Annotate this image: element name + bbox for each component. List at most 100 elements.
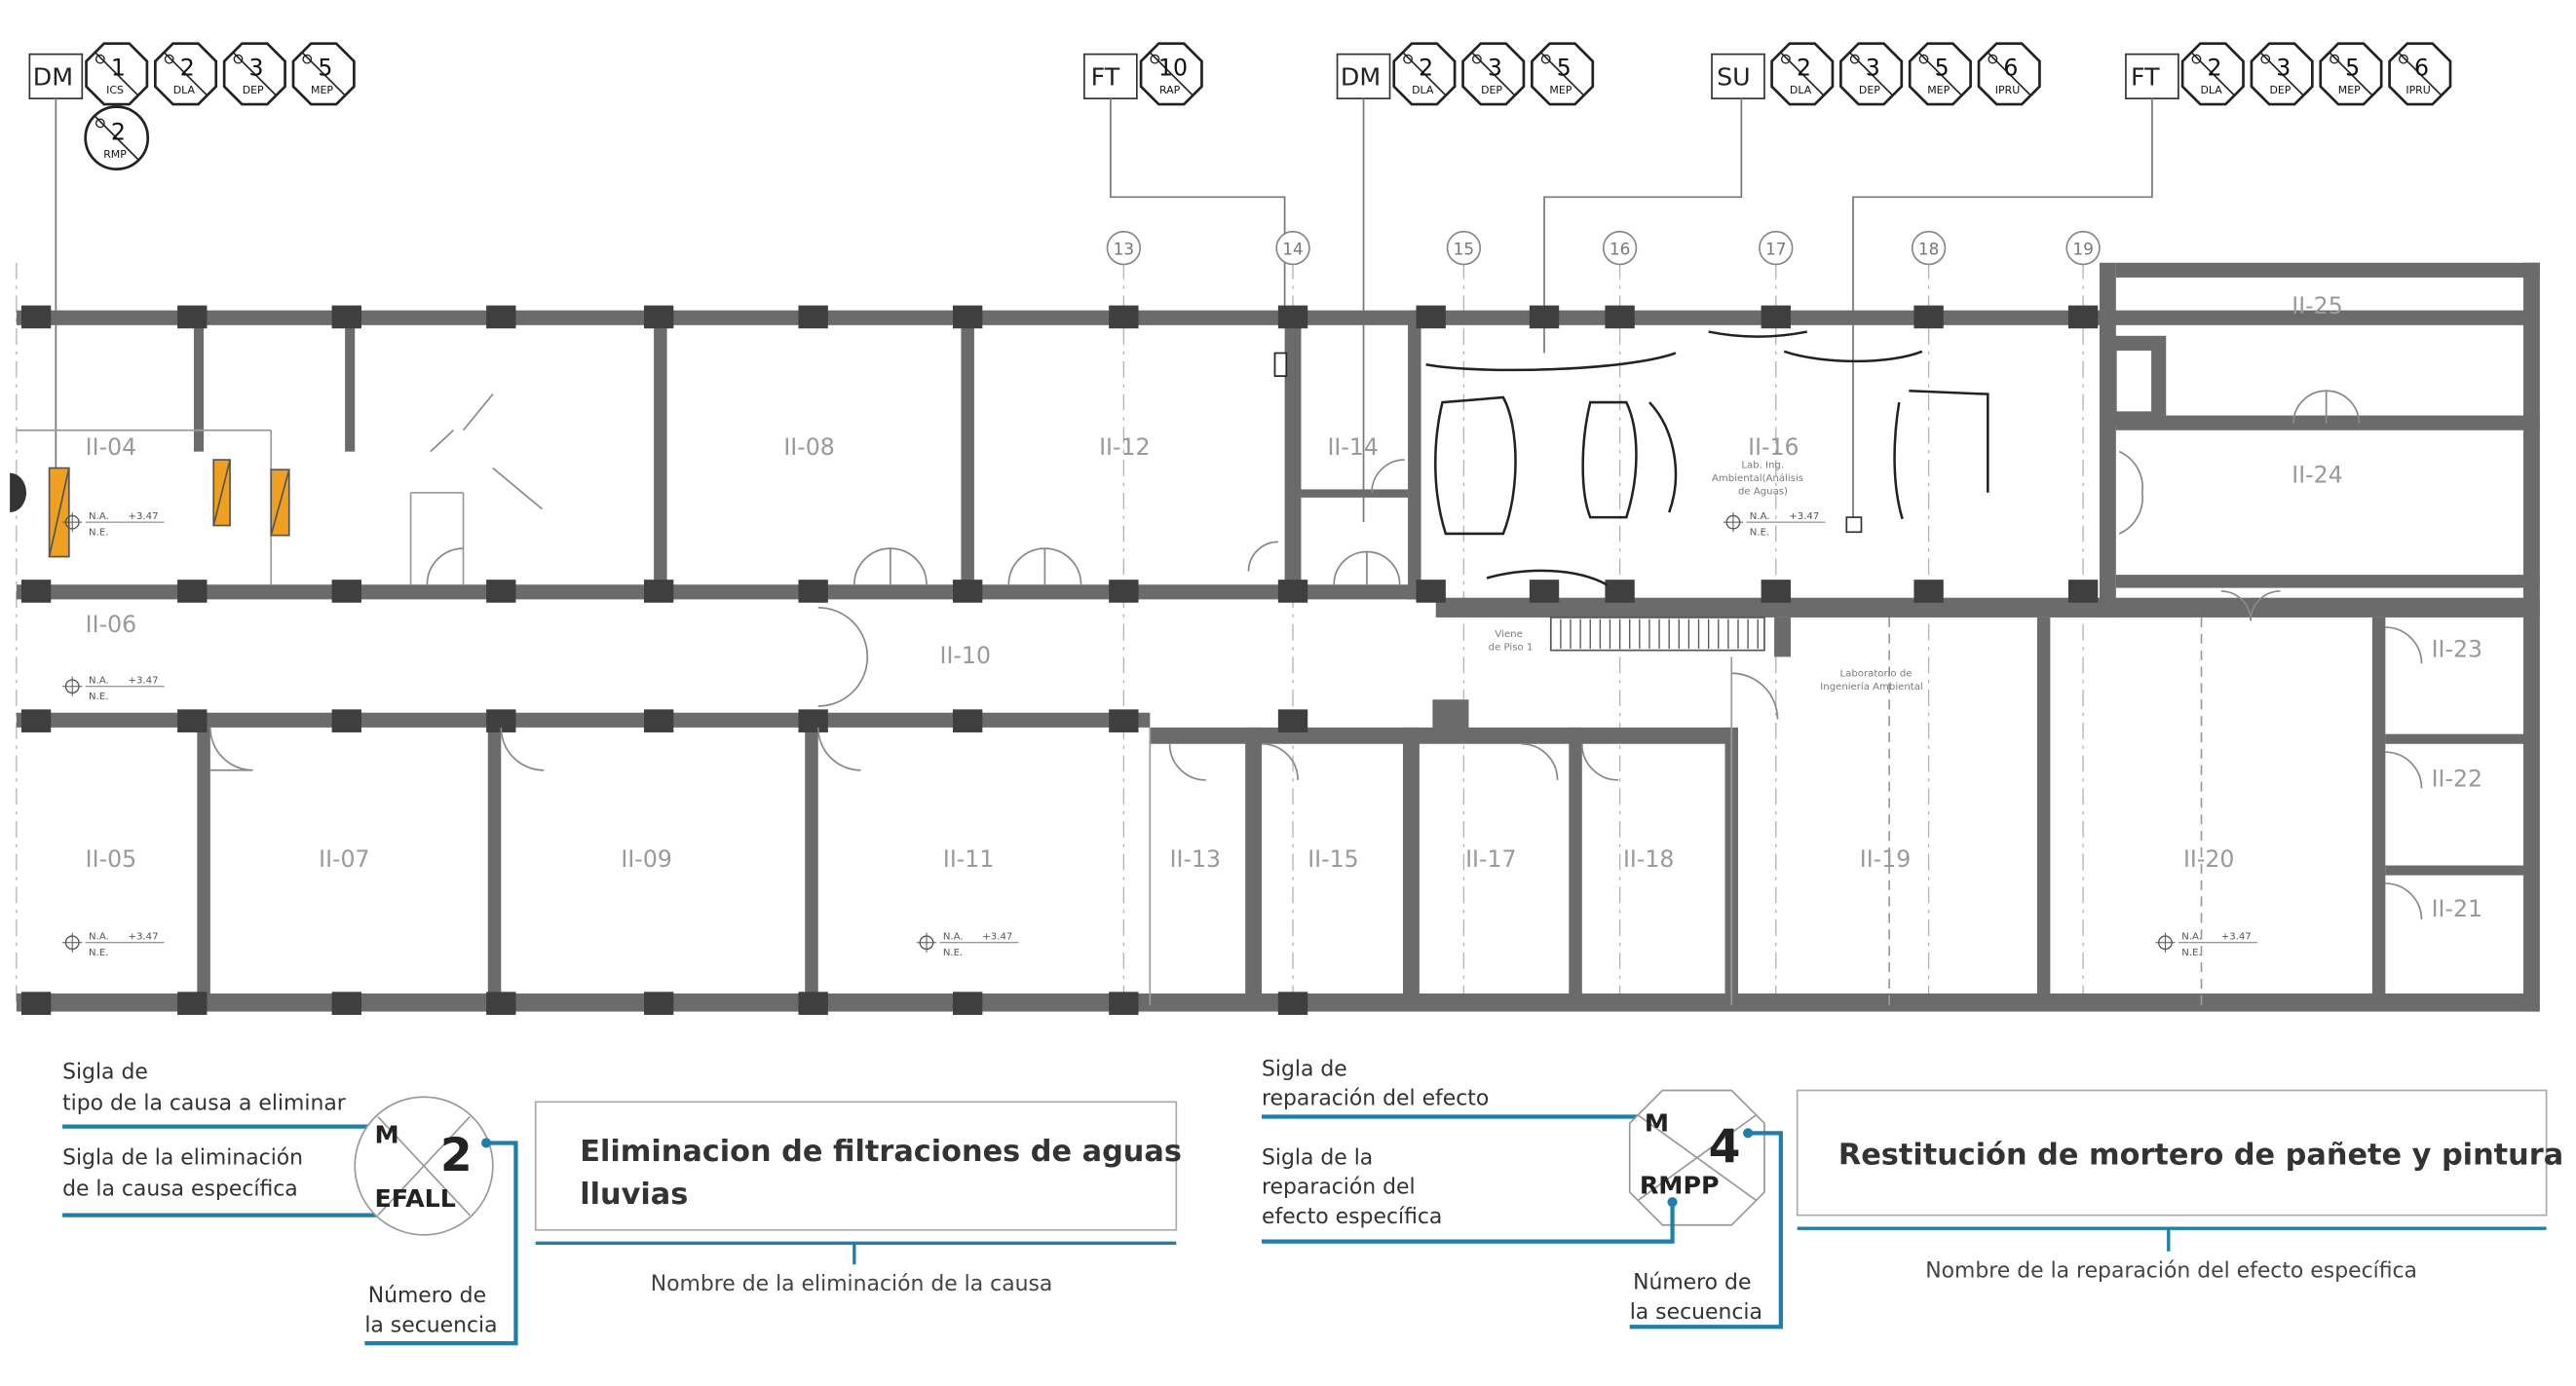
- legend-caption: Nombre de la reparación del efecto espec…: [1925, 1259, 2417, 1284]
- column: [1277, 305, 1308, 329]
- room-label: II-06: [86, 611, 136, 638]
- wall-east: [2523, 262, 2540, 1012]
- level-na: N.A.: [943, 931, 964, 942]
- column: [952, 992, 983, 1015]
- tag-group-1: DM: [28, 53, 84, 543]
- badge-code: DLA: [2200, 84, 2222, 96]
- edge-marker: [10, 472, 26, 513]
- room-label: II-15: [1307, 845, 1358, 873]
- legend-label: de la causa específica: [62, 1177, 298, 1201]
- room-label: II-08: [783, 433, 834, 461]
- column: [1109, 580, 1139, 603]
- legend-right: Sigla de reparación del efecto Sigla de …: [1262, 1057, 2563, 1330]
- column: [331, 580, 361, 603]
- column: [798, 305, 828, 329]
- level-ne: N.E.: [89, 528, 108, 539]
- legend-title-box: [534, 1101, 1178, 1231]
- badge-code: MEP: [1927, 84, 1950, 96]
- stair-note: Viene: [1495, 629, 1522, 640]
- room-labels: II-04 II-06 II-08 II-12 II-14 II-16 II-2…: [86, 292, 2482, 922]
- badge-number: 3: [2276, 55, 2291, 82]
- room-label: II-24: [2292, 462, 2342, 489]
- column: [952, 709, 983, 732]
- column: [177, 709, 208, 732]
- badge-number: 5: [318, 55, 332, 82]
- legend-title-box: [1796, 1089, 2548, 1217]
- stair: [1549, 617, 1765, 652]
- column: [643, 992, 674, 1015]
- badge-bottom-code: RMPP: [1640, 1172, 1720, 1200]
- room-label: II-13: [1170, 845, 1221, 873]
- level-marker: N.A.+3.47N.E.: [1723, 511, 1826, 539]
- badge-top-code: M: [1645, 1109, 1669, 1138]
- column: [1761, 580, 1791, 603]
- level-na: N.A.: [89, 675, 109, 686]
- axis-number: 18: [1918, 239, 1939, 258]
- room-label: II-12: [1099, 433, 1150, 461]
- legend-label: reparación del: [1262, 1176, 1416, 1200]
- badge-number: 4: [1709, 1121, 1741, 1175]
- axis-number: 17: [1765, 239, 1786, 258]
- column: [1277, 580, 1308, 603]
- lab-note: Ambiental(Análisis: [1712, 472, 1803, 484]
- level-value: +3.47: [982, 931, 1012, 942]
- room-label: II-11: [943, 845, 994, 873]
- legend-label: Sigla de la: [1262, 1145, 1373, 1170]
- badge-code: DLA: [1412, 84, 1434, 96]
- room-label: II-10: [940, 642, 991, 669]
- room-label: II-04: [86, 433, 136, 461]
- wall: [805, 727, 818, 1007]
- stair-note: de Piso 1: [1489, 643, 1534, 654]
- wall: [1403, 727, 1420, 1007]
- level-marker: N.A.+3.47N.E.: [2155, 931, 2257, 958]
- room-label: II-14: [1327, 433, 1378, 461]
- badge-number: 5: [2345, 55, 2360, 82]
- column: [1277, 709, 1308, 732]
- tag-code: DM: [1341, 63, 1381, 92]
- badge-number: 5: [1557, 55, 1572, 82]
- wall: [1284, 310, 1302, 600]
- room-label: II-16: [1748, 433, 1799, 461]
- target-marker: [1845, 516, 1863, 534]
- leader-line: [1543, 98, 1743, 354]
- tag-code-box: [2125, 53, 2179, 100]
- legend-label: la secuencia: [1630, 1300, 1762, 1325]
- wall: [197, 727, 210, 1007]
- badge-code: DEP: [1481, 84, 1502, 96]
- level-markers: N.A.+3.47N.E.N.A.+3.47N.E.N.A.+3.47N.E.N…: [62, 511, 2257, 958]
- badge-code: RMP: [103, 148, 127, 161]
- column: [1913, 580, 1944, 603]
- badge-bottom-code: EFALL: [374, 1184, 455, 1213]
- column: [1913, 305, 1944, 329]
- tag-code: FT: [1091, 63, 1120, 92]
- wall-corridor-south-west: [16, 712, 1151, 728]
- wall: [487, 727, 502, 1007]
- column: [1109, 305, 1139, 329]
- level-marker: N.A.+3.47N.E.: [62, 931, 165, 958]
- level-na: N.A.: [89, 511, 109, 522]
- column: [952, 580, 983, 603]
- column: [1277, 992, 1308, 1015]
- wall: [2036, 617, 2051, 1005]
- tag-group-4: SU: [1543, 53, 1765, 354]
- level-value: +3.47: [129, 511, 159, 522]
- column: [331, 992, 361, 1015]
- wall: [2385, 733, 2530, 744]
- lab-furniture: [1425, 330, 1989, 586]
- badge-number: 3: [1488, 55, 1502, 82]
- wall: [345, 310, 356, 452]
- tag-group-3: DM: [1336, 53, 1391, 523]
- column: [798, 580, 828, 603]
- level-marker: N.A.+3.47N.E.: [916, 931, 1019, 958]
- tag-code: SU: [1717, 63, 1751, 92]
- lab-note: Ingeniería Ambiental: [1820, 681, 1922, 693]
- room-label: II-18: [1623, 845, 1674, 873]
- axis-number: 15: [1454, 239, 1474, 258]
- badge-code: MEP: [311, 84, 333, 96]
